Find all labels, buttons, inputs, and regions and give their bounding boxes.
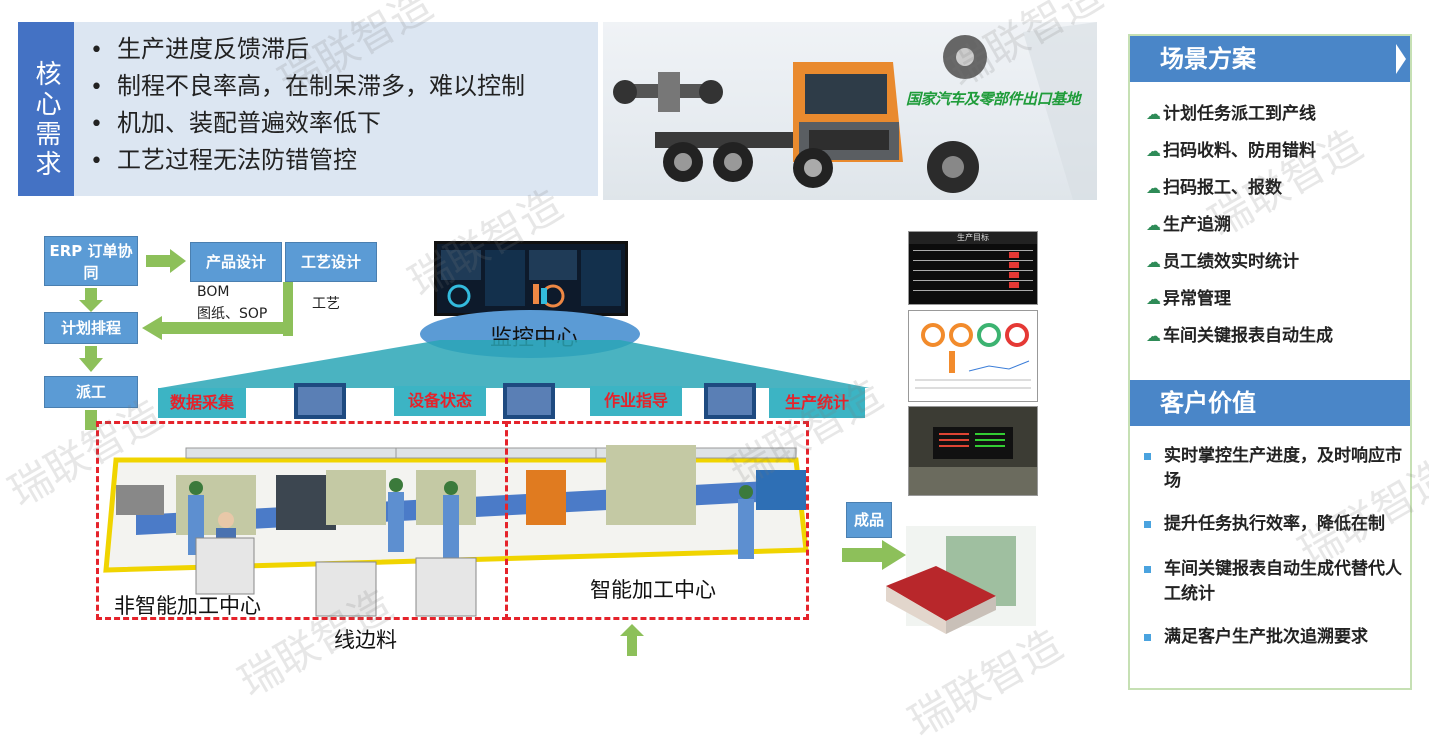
finished-box: 成品	[846, 502, 892, 538]
arrow-right-icon	[842, 540, 906, 570]
step-device-status: 设备状态	[394, 386, 486, 416]
cloud-icon: ☁	[1146, 179, 1161, 197]
erp-box: ERP 订单协同	[44, 236, 138, 286]
customer-value-header: 客户价值	[1130, 380, 1410, 426]
scene-plan-list: ☁计划任务派工到产线 ☁扫码收料、防用错料 ☁扫码报工、报数 ☁生产追溯 ☁员工…	[1146, 100, 1406, 359]
customer-value-title: 客户价值	[1160, 389, 1256, 417]
non-smart-zone-label: 非智能加工中心	[114, 594, 261, 618]
scene-item-label: 员工绩效实时统计	[1163, 252, 1299, 272]
right-panel	[1128, 34, 1412, 690]
bom-label: BOM	[197, 284, 230, 300]
core-need-item: 制程不良率高，在制呆滞多，难以控制	[90, 69, 600, 106]
list-item: ☁异常管理	[1146, 285, 1406, 322]
scene-item-label: 扫码报工、报数	[1163, 178, 1282, 198]
production-dashboard-screen: 生产目标	[908, 231, 1038, 305]
drawing-sop-label: 图纸、SOP	[197, 306, 268, 322]
cloud-icon: ☁	[1146, 290, 1161, 308]
step-production-stats: 生产统计	[769, 388, 865, 418]
process-design-box: 工艺设计	[285, 242, 377, 282]
customer-value-list: 实时掌控生产进度，及时响应市场 提升任务执行效率，降低在制 车间关键报表自动生成…	[1144, 444, 1406, 650]
cloud-icon: ☁	[1146, 105, 1161, 123]
arrow-up-icon	[620, 624, 644, 656]
station-screen-icon	[503, 383, 555, 419]
step-work-guide: 作业指导	[590, 386, 682, 416]
plan-box: 计划排程	[44, 312, 138, 344]
product-design-box: 产品设计	[190, 242, 282, 282]
cloud-icon: ☁	[1146, 253, 1161, 271]
cloud-icon: ☁	[1146, 327, 1161, 345]
core-need-item: 工艺过程无法防错管控	[90, 143, 600, 180]
dashboard-title: 生产目标	[909, 232, 1037, 244]
kpi-dashboard-screen	[908, 310, 1038, 402]
list-item: 实时掌控生产进度，及时响应市场	[1144, 444, 1406, 494]
arrow-right-icon	[146, 255, 174, 267]
arrow-down-icon	[283, 282, 293, 336]
scene-plan-title: 场景方案	[1160, 45, 1256, 73]
list-item: ☁扫码报工、报数	[1146, 174, 1406, 211]
list-item: 提升任务执行效率，降低在制	[1144, 512, 1406, 537]
core-need-item: 机加、装配普遍效率低下	[90, 106, 600, 143]
truck-illustration	[613, 22, 1097, 200]
core-needs-tag: 核心需求	[18, 22, 74, 196]
axle-part-icon	[613, 72, 723, 112]
cloud-icon: ☁	[1146, 142, 1161, 160]
list-item: ☁计划任务派工到产线	[1146, 100, 1406, 137]
list-item: 车间关键报表自动生成代替代人工统计	[1144, 557, 1406, 607]
monitor-screen	[434, 241, 628, 316]
arrow-down-icon	[85, 346, 97, 360]
workshop-screen-photo	[908, 406, 1038, 496]
scene-item-label: 计划任务派工到产线	[1163, 104, 1316, 124]
list-item: ☁扫码收料、防用错料	[1146, 137, 1406, 174]
scene-plan-header: 场景方案	[1130, 36, 1410, 82]
station-screen-icon	[294, 383, 346, 419]
dispatch-box: 派工	[44, 376, 138, 408]
list-item: 满足客户生产批次追溯要求	[1144, 625, 1406, 650]
scene-item-label: 生产追溯	[1163, 215, 1231, 235]
scene-item-label: 车间关键报表自动生成	[1163, 326, 1333, 346]
step-data-collect: 数据采集	[158, 388, 246, 418]
scene-item-label: 异常管理	[1163, 289, 1231, 309]
arrow-head-icon	[79, 300, 103, 312]
smart-zone	[505, 421, 809, 620]
warehouse-illustration	[886, 526, 1036, 634]
cloud-icon: ☁	[1146, 216, 1161, 234]
list-item: ☁员工绩效实时统计	[1146, 248, 1406, 285]
station-screen-icon	[704, 383, 756, 419]
list-item: ☁车间关键报表自动生成	[1146, 322, 1406, 359]
core-needs-list: 生产进度反馈滞后 制程不良率高，在制呆滞多，难以控制 机加、装配普遍效率低下 工…	[90, 32, 600, 180]
arrow-down-icon	[85, 410, 97, 430]
monitor-coverage-band	[160, 340, 870, 388]
arrow-head-icon	[170, 249, 186, 273]
scene-item-label: 扫码收料、防用错料	[1163, 141, 1316, 161]
chevron-right-icon	[1396, 44, 1406, 74]
process-label: 工艺	[312, 296, 340, 312]
arrow-down-icon	[85, 288, 97, 302]
arrow-left-icon	[160, 322, 293, 334]
truck-caption: 国家汽车及零部件出口基地	[906, 90, 1081, 108]
truck-banner-image	[603, 22, 1097, 200]
arrow-head-icon	[79, 358, 103, 372]
list-item: ☁生产追溯	[1146, 211, 1406, 248]
arrow-head-icon	[142, 316, 162, 340]
smart-zone-label: 智能加工中心	[590, 578, 716, 602]
core-need-item: 生产进度反馈滞后	[90, 32, 600, 69]
workshop-floor-illustration	[103, 445, 809, 617]
line-side-label: 线边料	[334, 628, 397, 652]
